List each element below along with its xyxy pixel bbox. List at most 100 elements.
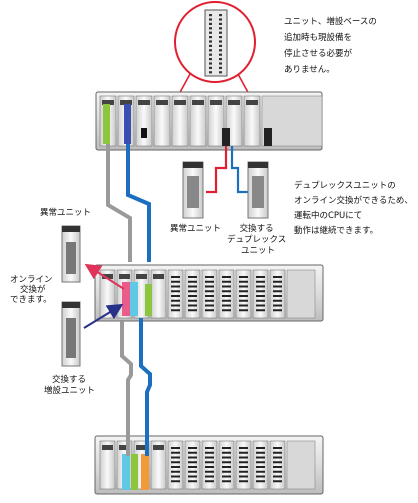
terminal-block [171,447,180,449]
terminal-block [256,470,265,473]
terminal-block [188,470,197,473]
terminal-block [188,475,197,478]
terminal-block [273,451,282,454]
connector-pin [219,62,222,65]
terminal-block [171,466,180,468]
red-cable [206,146,228,194]
terminal-block [256,461,265,464]
connector-pin [209,18,212,21]
terminal-block [171,304,180,307]
terminal-block [205,451,214,454]
terminal-block [188,466,197,468]
terminal-block [171,475,180,478]
terminal-block [171,309,180,312]
terminal-block [222,466,231,468]
terminal-block [256,309,265,312]
connector-pin [219,71,222,74]
faulty-unit-label-mid: 異常ユニット [170,223,221,234]
terminal-block [171,276,180,278]
terminal-block [256,480,265,483]
terminal-block [222,456,231,459]
terminal-block [239,470,248,473]
faulty-unit-label-left: 異常ユニット [40,207,91,218]
module-indicator [102,445,113,450]
terminal-block [256,276,265,278]
terminal-block [205,470,214,473]
terminal-block [239,299,248,302]
terminal-block [273,480,282,483]
terminal-block [256,290,265,293]
rack-module [243,95,261,147]
terminal-block [222,276,231,278]
rack-module [207,95,225,147]
connector-pin [209,53,212,56]
terminal-block [205,456,214,459]
terminal-block [273,285,282,288]
module-indicator [102,100,114,105]
callout-duplex: デュプレックスユニットの オンライン交換ができるため、 運転中のCPUにて 動作… [294,180,416,236]
terminal-block [273,280,282,283]
rack-module [171,95,189,147]
terminal-block [205,290,214,293]
remove-arrow [84,263,125,290]
connector-pin [209,66,212,69]
terminal-block [273,456,282,459]
module-indicator [136,445,147,450]
module-indicator [156,100,168,105]
terminal-block [171,451,180,454]
terminal-block [188,461,197,464]
connector-pin [219,14,222,17]
terminal-block [239,456,248,459]
terminal-block [188,285,197,288]
terminal-block [239,285,248,288]
terminal-block [171,285,180,288]
terminal-block [239,280,248,283]
terminal-block [171,461,180,464]
terminal-block [222,309,231,312]
terminal-block [205,299,214,302]
faulty-unit-left [61,225,81,283]
terminal-block [273,470,282,473]
terminal-block [188,290,197,293]
terminal-block [205,309,214,312]
terminal-block [273,276,282,278]
terminal-block [273,299,282,302]
rack-module [153,95,171,147]
connector-pin [219,44,222,47]
terminal-block [256,475,265,478]
terminal-block [188,280,197,283]
terminal-block [256,447,265,449]
module-indicator [246,100,258,105]
terminal-block [188,295,197,297]
terminal-block [171,299,180,302]
magnified-connector [174,1,256,97]
terminal-block [273,304,282,307]
connector-pin [209,27,212,30]
terminal-block [273,461,282,464]
module-green-stripe [103,104,110,144]
module-indicator [228,100,240,105]
module-cyan [122,454,130,490]
terminal-block [171,290,180,293]
terminal-block [239,447,248,449]
connector-pin [219,49,222,52]
cpu-rack-modules [99,95,323,147]
terminal-block [239,461,248,464]
connector-pin [219,58,222,61]
terminal-block [188,299,197,302]
terminal-block [273,290,282,293]
cpu-port [141,128,147,138]
insert-arrow [83,303,124,329]
terminal-block [205,466,214,468]
terminal-block [239,309,248,312]
terminal-block [171,280,180,283]
connector-pins [209,14,222,74]
connector-pin [209,49,212,52]
rack-end-panel [286,269,316,319]
module-pink [122,282,130,316]
terminal-block [171,295,180,297]
terminal-block [256,280,265,283]
connector-pin [219,31,222,34]
terminal-block [205,304,214,307]
terminal-block [205,480,214,483]
